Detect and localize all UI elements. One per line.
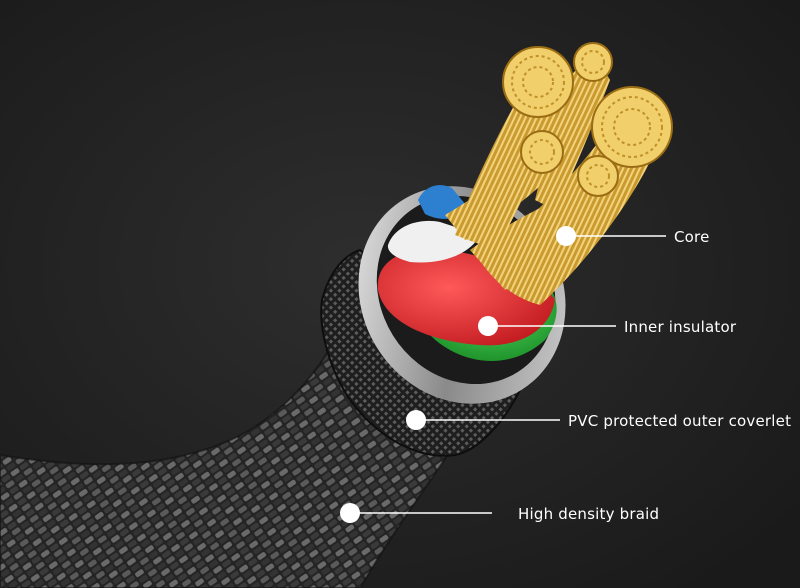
callout-pvc-outer — [406, 410, 560, 430]
label-braid: High density braid — [518, 505, 660, 523]
callout-dot-pvc-outer — [406, 410, 426, 430]
label-pvc-outer: PVC protected outer coverlet — [568, 412, 792, 430]
label-inner-insulator: Inner insulator — [624, 318, 737, 336]
callout-dot-braid — [340, 503, 360, 523]
callout-braid — [340, 503, 492, 523]
callout-dot-core — [556, 226, 576, 246]
label-core: Core — [674, 228, 710, 246]
copper-core — [445, 42, 673, 305]
callout-inner-insulator — [478, 316, 616, 336]
callout-core — [556, 226, 666, 246]
callout-dot-inner-insulator — [478, 316, 498, 336]
